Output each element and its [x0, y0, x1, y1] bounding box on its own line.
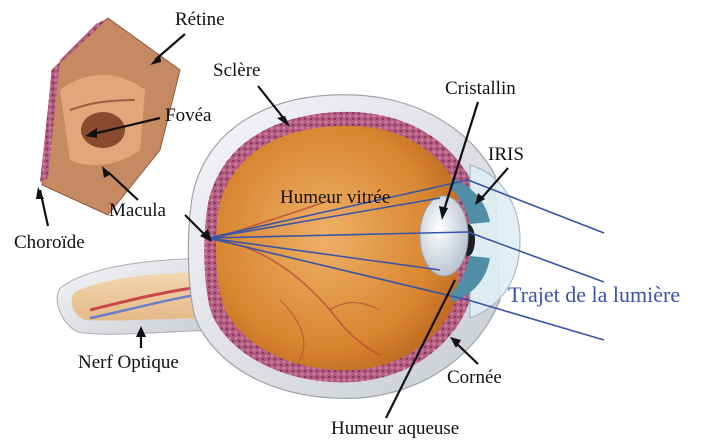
- label-iris: IRIS: [488, 145, 524, 164]
- label-nerf-optique: Nerf Optique: [78, 353, 179, 372]
- retina-inset: [40, 18, 180, 215]
- label-cornee: Cornée: [447, 368, 502, 387]
- label-cristallin: Cristallin: [445, 79, 516, 98]
- label-sclere: Sclère: [213, 61, 260, 80]
- label-humeur-aqueuse: Humeur aqueuse: [331, 419, 459, 438]
- label-humeur-vitree: Humeur vitrée: [280, 188, 390, 207]
- label-choroide: Choroïde: [14, 233, 85, 252]
- label-trajet-lumiere: Trajet de la lumière: [508, 284, 680, 306]
- label-fovea: Fovéa: [165, 106, 211, 125]
- label-macula: Macula: [109, 201, 166, 220]
- label-retine: Rétine: [175, 10, 225, 29]
